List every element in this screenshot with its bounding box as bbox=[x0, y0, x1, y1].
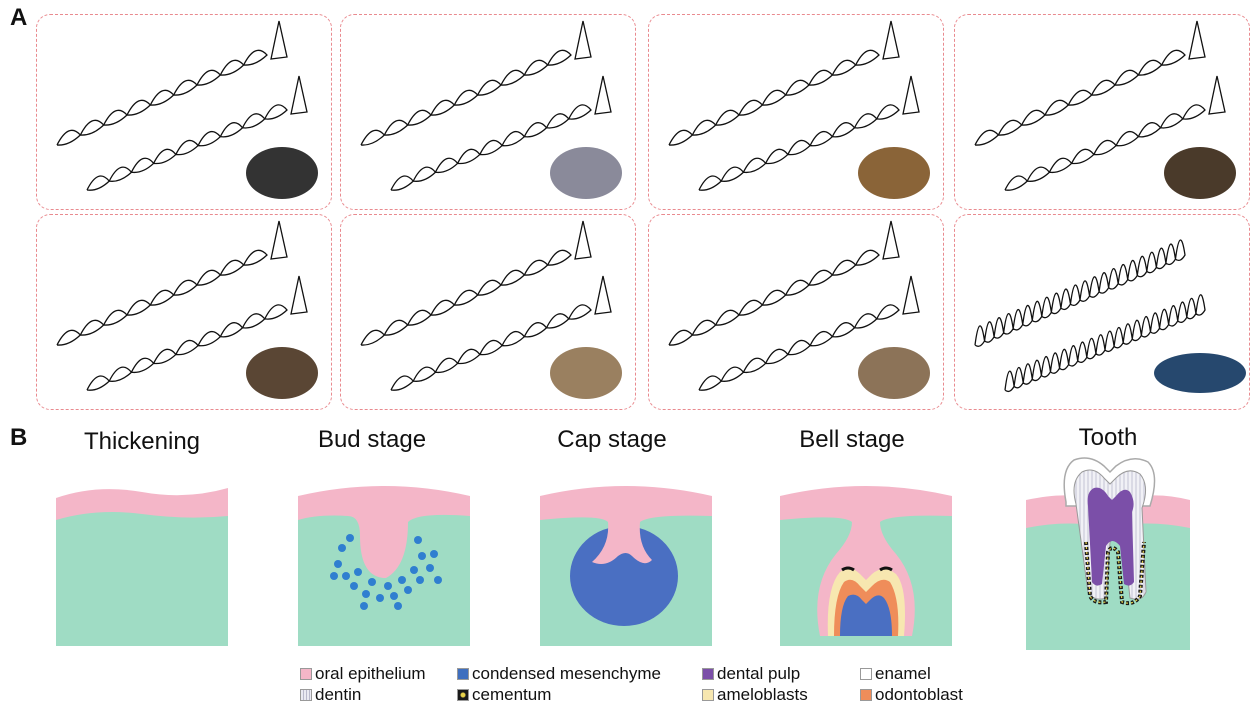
legend-item-ameloblasts: ameloblasts bbox=[702, 685, 808, 705]
tooth-row-1 bbox=[361, 50, 571, 145]
legend-label: dental pulp bbox=[717, 664, 800, 684]
legend-swatch bbox=[702, 689, 714, 701]
tooth-row-sketch bbox=[955, 215, 1250, 410]
legend-label: enamel bbox=[875, 664, 931, 684]
dog-photo bbox=[550, 147, 622, 199]
legend-item-cementum: cementum bbox=[457, 685, 551, 705]
legend-swatch bbox=[457, 689, 469, 701]
tooth-row-sketch bbox=[341, 215, 636, 410]
legend-item-odontoblast: odontoblast bbox=[860, 685, 963, 705]
dentition-card-2 bbox=[340, 14, 636, 210]
tooth-row-1 bbox=[57, 250, 267, 345]
dentition-card-4 bbox=[954, 14, 1250, 210]
tooth-diagram bbox=[1026, 452, 1190, 650]
legend-item-condensed-mesenchyme: condensed mesenchyme bbox=[457, 664, 661, 684]
canine-tooth bbox=[1209, 76, 1225, 114]
tooth-row-1 bbox=[669, 250, 879, 345]
canine-tooth bbox=[575, 221, 591, 259]
stage-title-tooth: Tooth bbox=[998, 424, 1218, 452]
dentition-card-1 bbox=[36, 14, 332, 210]
stage-title-bud: Bud stage bbox=[262, 426, 482, 454]
tooth-row-sketch bbox=[649, 215, 944, 410]
canine-tooth bbox=[271, 21, 287, 59]
legend-label: odontoblast bbox=[875, 685, 963, 705]
bat-photo bbox=[1164, 147, 1236, 199]
hedgehog-photo bbox=[550, 347, 622, 399]
dolphin-photo bbox=[1154, 353, 1246, 393]
canine-tooth bbox=[575, 21, 591, 59]
dentition-card-6 bbox=[340, 214, 636, 410]
legend-label: ameloblasts bbox=[717, 685, 808, 705]
dentition-card-7 bbox=[648, 214, 944, 410]
thickening-diagram bbox=[56, 476, 228, 646]
panel-label-b: B bbox=[10, 424, 27, 452]
stage-title-cap: Cap stage bbox=[502, 426, 722, 454]
tooth-row-1 bbox=[975, 50, 1185, 145]
legend-label: dentin bbox=[315, 685, 361, 705]
canine-tooth bbox=[271, 221, 287, 259]
canine-tooth bbox=[291, 276, 307, 314]
hyrax-photo bbox=[858, 147, 930, 199]
legend-swatch bbox=[300, 689, 312, 701]
canine-tooth bbox=[903, 276, 919, 314]
legend-label: oral epithelium bbox=[315, 664, 426, 684]
legend-swatch bbox=[860, 668, 872, 680]
tooth-row-sketch bbox=[955, 15, 1250, 210]
cap-stage-diagram bbox=[540, 476, 712, 646]
dentition-card-5 bbox=[36, 214, 332, 410]
macaque-photo bbox=[858, 347, 930, 399]
legend-item-dentin: dentin bbox=[300, 685, 361, 705]
canine-tooth bbox=[291, 76, 307, 114]
canine-tooth bbox=[595, 276, 611, 314]
stage-title-bell: Bell stage bbox=[742, 426, 962, 454]
tooth-row-sketch bbox=[649, 15, 944, 210]
bell-stage-diagram bbox=[780, 476, 952, 646]
canine-tooth bbox=[1189, 21, 1205, 59]
canine-tooth bbox=[903, 76, 919, 114]
dentition-card-3 bbox=[648, 14, 944, 210]
tooth-row-1 bbox=[975, 240, 1185, 346]
legend-swatch bbox=[860, 689, 872, 701]
tooth-row-sketch bbox=[37, 15, 332, 210]
panel-label-a: A bbox=[10, 4, 27, 32]
legend-swatch bbox=[300, 668, 312, 680]
legend-label: cementum bbox=[472, 685, 551, 705]
legend-label: condensed mesenchyme bbox=[472, 664, 661, 684]
dentition-card-8 bbox=[954, 214, 1250, 410]
legend-item-enamel: enamel bbox=[860, 664, 931, 684]
tooth-row-1 bbox=[57, 50, 267, 145]
canine-tooth bbox=[883, 221, 899, 259]
tooth-row-1 bbox=[361, 250, 571, 345]
canine-tooth bbox=[595, 76, 611, 114]
legend-item-dental-pulp: dental pulp bbox=[702, 664, 800, 684]
legend-swatch bbox=[457, 668, 469, 680]
legend-item-oral-epithelium: oral epithelium bbox=[300, 664, 426, 684]
boar-photo bbox=[246, 347, 318, 399]
stage-title-thickening: Thickening bbox=[32, 428, 252, 456]
tooth-row-1 bbox=[669, 50, 879, 145]
tooth-row-sketch bbox=[341, 15, 636, 210]
panda-photo bbox=[246, 147, 318, 199]
legend-swatch bbox=[702, 668, 714, 680]
bud-stage-diagram bbox=[298, 476, 470, 646]
canine-tooth bbox=[883, 21, 899, 59]
tooth-row-sketch bbox=[37, 215, 332, 410]
